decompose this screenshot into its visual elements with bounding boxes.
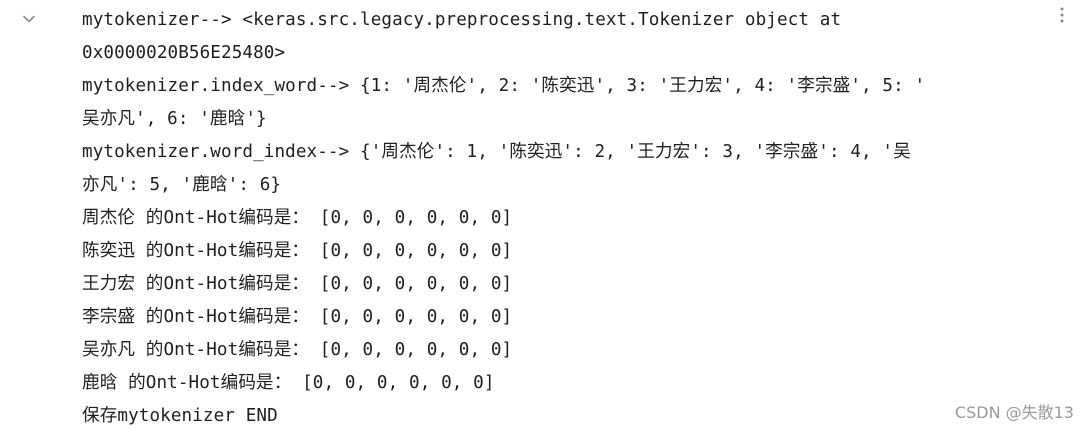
collapse-output-button[interactable] [20, 10, 38, 28]
output-line: 陈奕迅 的Ont-Hot编码是： [0, 0, 0, 0, 0, 0] [82, 241, 513, 261]
output-line: 周杰伦 的Ont-Hot编码是： [0, 0, 0, 0, 0, 0] [82, 208, 513, 228]
more-vertical-icon [1060, 7, 1064, 23]
output-line: 吴亦凡 的Ont-Hot编码是： [0, 0, 0, 0, 0, 0] [82, 340, 513, 360]
output-line: mytokenizer--> <keras.src.legacy.preproc… [82, 10, 842, 30]
output-line: 亦凡': 5, '鹿晗': 6} [82, 175, 282, 195]
output-line: mytokenizer.word_index--> {'周杰伦': 1, '陈奕… [82, 142, 911, 162]
output-line: 吴亦凡', 6: '鹿晗'} [82, 109, 267, 129]
output-text-area: mytokenizer--> <keras.src.legacy.preproc… [82, 4, 1042, 433]
output-line: 0x0000020B56E25480> [82, 43, 286, 63]
chevron-down-icon [23, 15, 35, 23]
output-line: 王力宏 的Ont-Hot编码是： [0, 0, 0, 0, 0, 0] [82, 274, 513, 294]
watermark: CSDN @失散13 [954, 403, 1074, 422]
output-line: 鹿晗 的Ont-Hot编码是： [0, 0, 0, 0, 0, 0] [82, 373, 495, 393]
more-options-button[interactable] [1054, 4, 1070, 26]
output-line: mytokenizer.index_word--> {1: '周杰伦', 2: … [82, 76, 926, 96]
output-line: 保存mytokenizer END [82, 406, 278, 426]
output-line: 李宗盛 的Ont-Hot编码是： [0, 0, 0, 0, 0, 0] [82, 307, 513, 327]
